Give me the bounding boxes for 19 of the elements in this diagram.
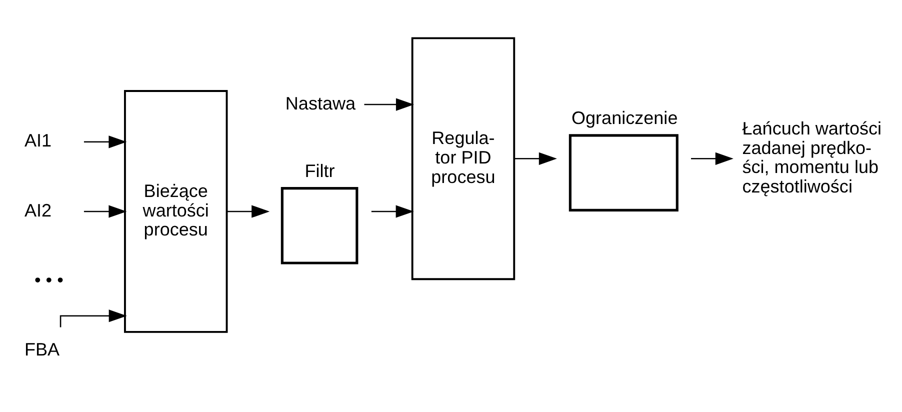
arrow [84, 136, 127, 148]
node-label: Ograniczenie [571, 108, 678, 128]
node-text: Łańcuch wartości zadanej prędko- ści, momentu lub częstotliwości [742, 118, 882, 196]
arrow [84, 205, 127, 218]
node-text: AI1 [24, 130, 52, 151]
node-text: Nastawa [285, 93, 356, 114]
arrow [691, 152, 734, 165]
arrow [226, 205, 270, 218]
node-box [280, 187, 358, 264]
node-box [568, 134, 678, 212]
arrow [364, 98, 414, 111]
node-box: Bieżące wartości procesu [124, 90, 228, 333]
node-box: Regula- tor PID procesu [411, 37, 516, 280]
arrow [514, 152, 557, 165]
label: • • • [34, 270, 64, 290]
node-label: Filtr [304, 160, 335, 181]
node-text: AI2 [24, 200, 52, 220]
arrow [371, 205, 414, 218]
node-text: FBA [24, 339, 60, 360]
